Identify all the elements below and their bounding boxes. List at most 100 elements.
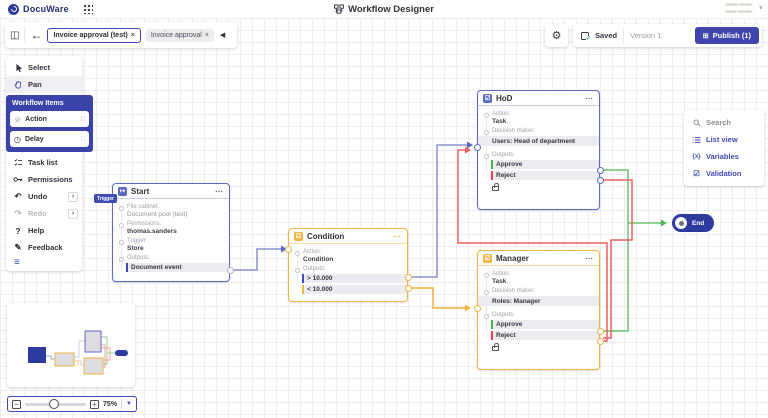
node-start[interactable]: Trigger ↦ Start ⋯ File cabinet: Document… xyxy=(94,183,234,282)
node-header[interactable]: ↦ Start ⋯ xyxy=(113,184,229,199)
file-cabinet-value: Document pool (test) xyxy=(127,211,188,218)
sidebar-item-permissions[interactable]: Permissions xyxy=(6,171,82,188)
page-title: Workflow Designer xyxy=(348,3,434,15)
tab-close-icon[interactable]: × xyxy=(204,31,209,39)
output-port[interactable] xyxy=(226,267,234,274)
tab-close-icon[interactable]: × xyxy=(130,31,135,39)
panel-toggle-icon[interactable]: ◫ xyxy=(10,29,20,41)
output-port-approve[interactable] xyxy=(596,328,604,335)
sidebar-item-task-list[interactable]: Task list xyxy=(6,154,82,171)
zoom-slider[interactable] xyxy=(25,399,87,409)
tab-invoice-approval-test[interactable]: Invoice approval (test) × xyxy=(47,27,141,43)
sidebar-item-help[interactable]: ? Help xyxy=(6,222,82,239)
sidebar-item-feedback[interactable]: ✎ Feedback xyxy=(6,239,82,256)
section-label: Action: xyxy=(289,249,407,256)
node-header[interactable]: ☑ HoD ⋯ xyxy=(478,91,599,106)
workflow-item-label: Action xyxy=(25,115,47,123)
end-port[interactable] xyxy=(675,217,687,229)
output-reject[interactable]: Reject xyxy=(491,331,599,340)
section-label: Action: xyxy=(478,271,599,278)
zoom-in-button[interactable]: + xyxy=(90,399,100,409)
user-chevron-down-icon[interactable]: ∨ xyxy=(758,5,763,11)
back-arrow-icon[interactable]: ← xyxy=(30,28,43,42)
tool-search[interactable]: Search xyxy=(684,114,764,131)
node-menu-icon[interactable]: ⋯ xyxy=(215,186,224,196)
tabs-toolbar: ◫ ← Invoice approval (test) × Invoice ap… xyxy=(5,22,237,48)
drag-handle-icon[interactable]: ∷ xyxy=(80,136,85,143)
zoom-out-button[interactable]: − xyxy=(12,399,21,409)
tool-validation[interactable]: ☑ Validation xyxy=(684,165,764,182)
task-list-icon xyxy=(13,158,23,167)
zoom-dropdown-icon[interactable]: ▼ xyxy=(126,401,132,407)
tab-label: Invoice approval xyxy=(150,31,202,39)
node-menu-icon[interactable]: ⋯ xyxy=(585,93,594,103)
tool-label: Variables xyxy=(706,152,739,161)
cursor-icon xyxy=(13,63,23,73)
sidebar-item-label: Pan xyxy=(28,80,42,89)
workflow-item-delay[interactable]: ◷ Delay ∷ xyxy=(10,131,89,147)
input-port[interactable] xyxy=(284,246,292,253)
section-label: Outputs: xyxy=(478,312,599,319)
workflow-items-panel: Workflow Items ☆ Action ∷ ◷ Delay ∷ xyxy=(6,95,93,152)
lock-icon xyxy=(492,343,499,351)
output-approve[interactable]: Approve xyxy=(491,320,599,329)
saved-status: Saved xyxy=(595,31,618,40)
zoom-slider-handle[interactable] xyxy=(49,399,60,409)
publish-button[interactable]: ⊞ Publish (1) xyxy=(694,27,759,44)
sidebar-item-label: Undo xyxy=(28,192,48,201)
drag-handle-icon[interactable]: ∷ xyxy=(80,116,85,123)
node-title: End xyxy=(692,219,705,227)
input-port[interactable] xyxy=(473,305,481,312)
collapse-tabs-icon[interactable]: ◀ xyxy=(219,32,226,39)
sidebar-item-select[interactable]: Select xyxy=(6,59,82,76)
workflow-item-label: Delay xyxy=(24,135,44,143)
node-end[interactable]: End xyxy=(672,214,714,232)
workflow-designer-icon xyxy=(334,4,345,14)
tool-list-view[interactable]: List view xyxy=(684,131,764,148)
user-account[interactable]: ▪▪▪▪▪▪▪▪ ▪▪▪▪▪▪▪▪ ▪▪▪▪▪▪▪ ▪▪▪▪▪▪▪▪▪ xyxy=(725,2,752,16)
sidebar-item-pan[interactable]: Pan xyxy=(6,76,82,93)
workflow-item-action[interactable]: ☆ Action ∷ xyxy=(10,111,89,127)
decision-maker-value[interactable]: Roles: Manager xyxy=(478,296,599,306)
output-gt-10000[interactable]: > 10.000 xyxy=(302,274,407,283)
user-org: ▪▪▪▪▪▪▪ ▪▪▪▪▪▪▪▪▪ xyxy=(725,8,752,14)
help-icon: ? xyxy=(15,225,21,236)
node-menu-icon[interactable]: ⋯ xyxy=(393,231,402,241)
sidebar-item-undo[interactable]: ↶ Undo › xyxy=(6,188,82,205)
output-reject[interactable]: Reject xyxy=(491,171,599,180)
docuware-logo-icon xyxy=(8,3,19,15)
output-port-lt[interactable] xyxy=(404,285,412,292)
output-approve[interactable]: Approve xyxy=(491,160,599,169)
output-port-gt[interactable] xyxy=(404,274,412,281)
section-label: Decision maker: xyxy=(478,288,599,295)
settings-button[interactable]: ⚙ xyxy=(545,24,568,47)
sidebar-item-label: Help xyxy=(28,226,45,235)
output-port-reject[interactable] xyxy=(596,177,604,184)
node-hod[interactable]: ☑ HoD ⋯ Action: Task Decision maker: Use… xyxy=(473,90,604,210)
node-header[interactable]: ☑ Condition ⋯ xyxy=(289,229,407,244)
sidebar-menu-icon[interactable]: ≡ xyxy=(14,257,20,268)
tab-invoice-approval[interactable]: Invoice approval × xyxy=(145,28,214,42)
tool-variables[interactable]: {x} Variables xyxy=(684,148,764,165)
section-label: Permissions: xyxy=(113,221,229,228)
sidebar-item-redo[interactable]: ↷ Redo › xyxy=(6,205,82,222)
output-lt-10000[interactable]: < 10.000 xyxy=(302,285,407,294)
minimap[interactable] xyxy=(7,303,135,387)
minimap-start xyxy=(28,347,46,363)
zoom-bar: − + 75% ▼ xyxy=(7,396,137,412)
node-menu-icon[interactable]: ⋯ xyxy=(585,253,594,263)
undo-history-chevron[interactable]: › xyxy=(68,191,78,202)
output-port-approve[interactable] xyxy=(596,167,604,174)
input-port[interactable] xyxy=(473,144,481,151)
node-condition[interactable]: ☑ Condition ⋯ Action: Condition Outputs:… xyxy=(284,228,412,302)
decision-maker-value[interactable]: Users: Head of department xyxy=(478,136,599,146)
apps-grid-icon[interactable] xyxy=(82,4,93,14)
section-label: Decision maker: xyxy=(478,128,599,135)
divider xyxy=(121,399,123,409)
output-document-event[interactable]: Document event xyxy=(126,263,229,272)
canvas-tools-panel: Search List view {x} Variables ☑ Validat… xyxy=(684,110,764,186)
output-port-reject[interactable] xyxy=(596,338,604,345)
redo-history-chevron[interactable]: › xyxy=(68,208,78,219)
node-header[interactable]: ☑ Manager ⋯ xyxy=(478,251,599,266)
node-manager[interactable]: ☑ Manager ⋯ Action: Task Decision maker:… xyxy=(473,250,604,370)
